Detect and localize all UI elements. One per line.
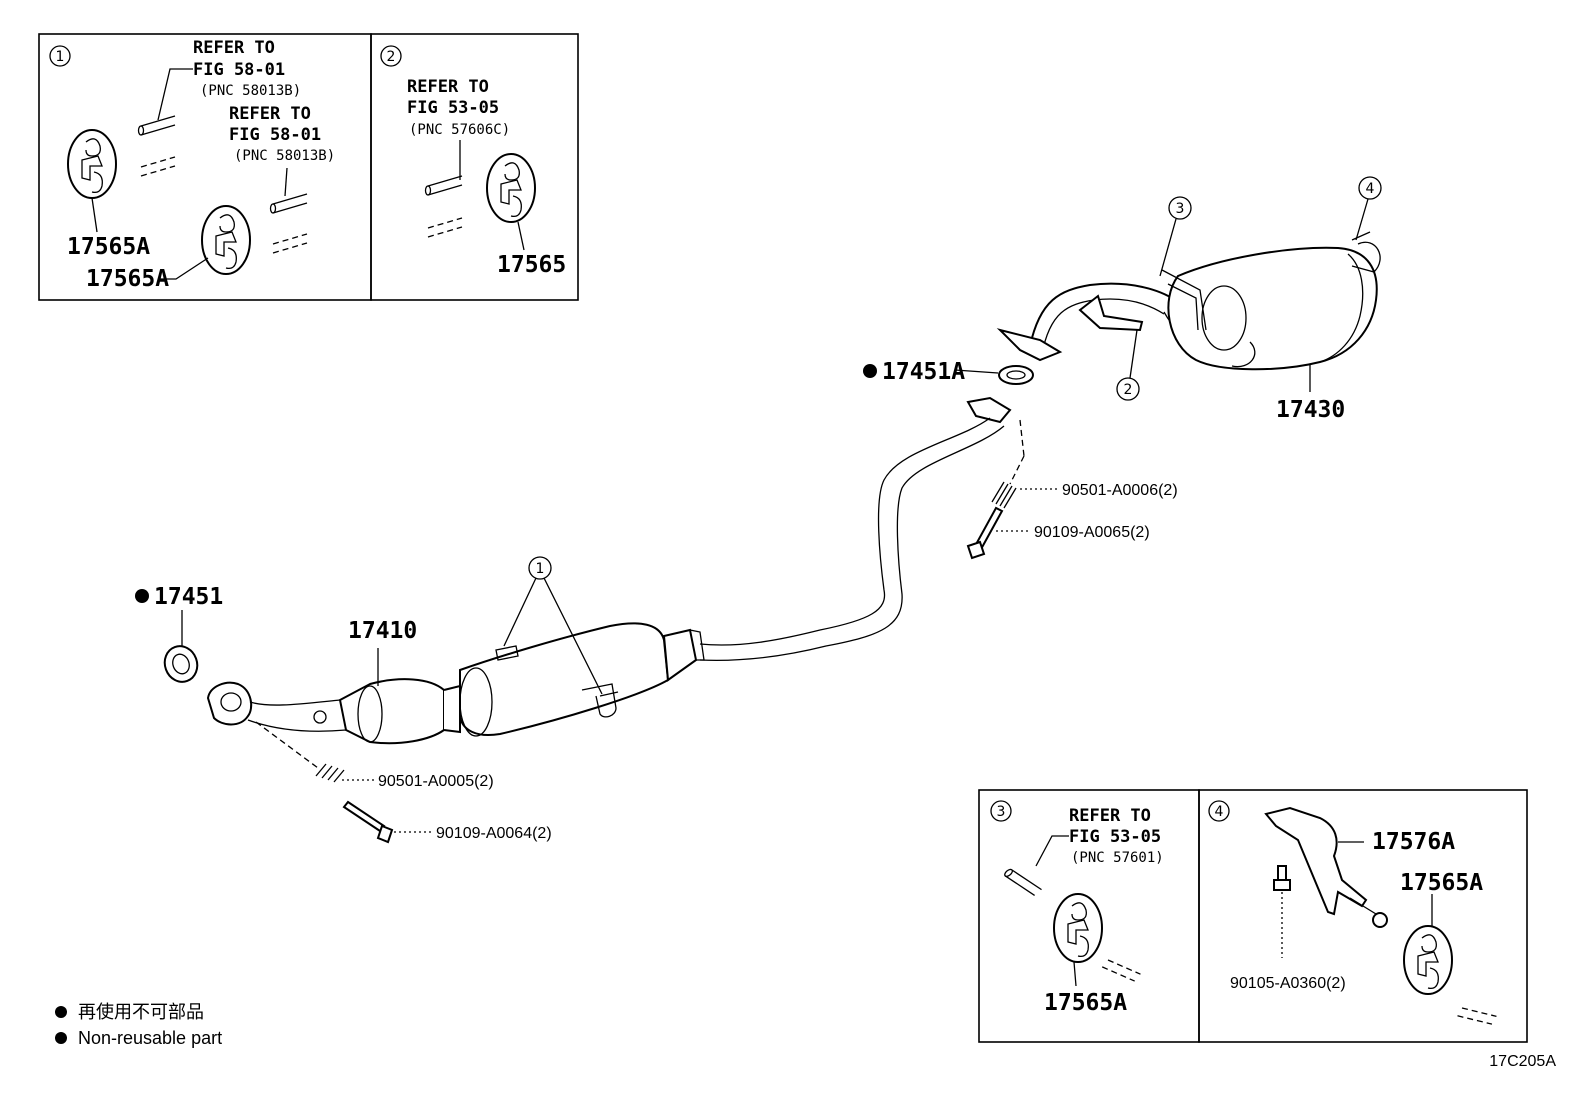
gasket-front: 17451 [135, 584, 223, 683]
inset-1-ref-a-line-3: (PNC 58013B) [200, 83, 301, 99]
inset-1-part-top-label: 17565A [67, 234, 150, 260]
inset-2-rod-dashed [427, 217, 463, 238]
inset-2-ref-line-1: REFER TO [407, 77, 489, 97]
exhaust-main-pipe [699, 396, 1025, 662]
front-spring-bolt: 90501-A0005(2) 90109-A0064(2) [255, 721, 552, 844]
inset-3-hanger [1053, 893, 1103, 963]
inset-1-ref-a-line-1: REFER TO [193, 38, 275, 58]
inset-1-hanger-top [67, 129, 117, 199]
inset-2-number: 2 [387, 49, 396, 65]
bolt-front-label: 90109-A0064(2) [436, 825, 552, 842]
inset-1-ref-b-line-3: (PNC 58013B) [234, 148, 335, 164]
tail-pipe-label: 17430 [1276, 397, 1345, 423]
inset-3-number: 3 [997, 804, 1006, 820]
inset-3-rod-dashed [1101, 951, 1142, 990]
callout-1: 1 [536, 561, 545, 577]
inset-4-rod-dashed [1456, 998, 1498, 1034]
inset-1-part-bottom-label: 17565A [86, 266, 169, 292]
legend-dot-ja [55, 1006, 67, 1018]
inset-2: 2 REFER TO FIG 53-05 (PNC 57606C) 17565 [370, 33, 579, 301]
tail-pipe-assembly [996, 231, 1381, 371]
gasket-rear: 17451A [863, 359, 1034, 385]
inset-2-ref-line-3: (PNC 57606C) [409, 122, 510, 138]
inset-1-ref-a-line-2: FIG 58-01 [193, 60, 285, 80]
callout-4: 4 [1366, 181, 1375, 197]
spring-rear-label: 90501-A0006(2) [1062, 482, 1178, 499]
gasket-rear-label: 17451A [882, 359, 965, 385]
inset-2-rod [424, 175, 463, 196]
legend-english: Non-reusable part [78, 1028, 222, 1048]
front-pipe-assembly [206, 622, 705, 745]
figure-code: 17C205A [1489, 1053, 1556, 1070]
inset-4-bracket-label: 17576A [1372, 829, 1455, 855]
inset-4-hanger-label: 17565A [1400, 870, 1483, 896]
inset-1-rod-bottom-dashed [272, 233, 308, 254]
inset-1-ref-b-line-1: REFER TO [229, 104, 311, 124]
inset-1-rod-top [137, 115, 176, 136]
legend-dot-en [55, 1032, 67, 1044]
inset-4: 4 17576A 90105-A0360(2) 17565A [1198, 789, 1528, 1043]
inset-2-hanger [486, 153, 536, 223]
inset-4-bolt-label: 90105-A0360(2) [1230, 975, 1346, 992]
gasket-front-label: 17451 [154, 584, 223, 610]
inset-3-ref-line-2: FIG 53-05 [1069, 827, 1161, 847]
bolt-rear-label: 90109-A0065(2) [1034, 524, 1150, 541]
inset-2-ref-line-2: FIG 53-05 [407, 98, 499, 118]
inset-3-part-label: 17565A [1044, 990, 1127, 1016]
inset-3-ref-line-3: (PNC 57601) [1071, 850, 1164, 866]
inset-4-number: 4 [1215, 804, 1224, 820]
inset-3-rod [1002, 861, 1043, 903]
inset-2-part-label: 17565 [497, 252, 566, 278]
callout-2: 2 [1124, 382, 1133, 398]
inset-3: 3 REFER TO FIG 53-05 (PNC 57601) 17565A [978, 789, 1200, 1043]
inset-3-ref-line-1: REFER TO [1069, 806, 1151, 826]
inset-1-rod-top-dashed [140, 156, 176, 177]
inset-1-number: 1 [56, 49, 65, 65]
legend: 再使用不可部品 Non-reusable part [55, 1002, 222, 1048]
callouts-tail: 3 4 2 17430 [1116, 176, 1382, 423]
callout-3: 3 [1176, 201, 1185, 217]
legend-japanese: 再使用不可部品 [78, 1002, 204, 1022]
inset-1-hanger-bottom [201, 205, 251, 275]
inset-1-rod-bottom [269, 193, 308, 214]
non-reusable-dot-rear [863, 364, 877, 378]
rear-spring-bolt: 90501-A0006(2) 90109-A0065(2) [966, 481, 1178, 560]
inset-1: 1 REFER TO FIG 58-01 (PNC 58013B) REFER … [38, 33, 372, 301]
callout-1-group: 1 [503, 556, 603, 695]
front-pipe-label: 17410 [348, 618, 417, 644]
inset-1-ref-b-line-2: FIG 58-01 [229, 125, 321, 145]
spring-front-label: 90501-A0005(2) [378, 773, 494, 790]
inset-4-hanger [1403, 925, 1453, 995]
non-reusable-dot-front [135, 589, 149, 603]
